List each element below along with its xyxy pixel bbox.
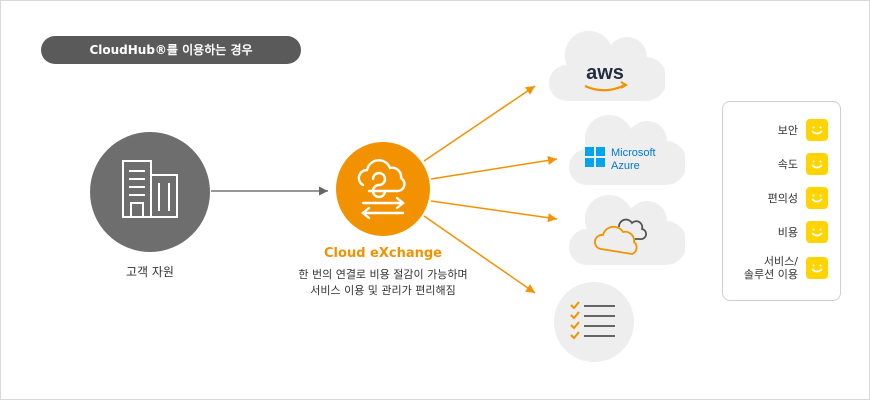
- cloud-icon: [594, 218, 647, 255]
- legend-item: 편의성: [768, 187, 828, 209]
- arrow-hub-azure: [430, 155, 558, 180]
- smile-icon: [806, 257, 828, 279]
- generic-cloud: [569, 194, 685, 266]
- hub-name: Cloud eXchange: [324, 246, 442, 261]
- svg-text:Microsoft: Microsoft: [611, 147, 656, 159]
- building-icon: [122, 160, 178, 218]
- legend-label: 속도: [777, 157, 798, 171]
- aws-logo: aws: [586, 62, 624, 84]
- arrow-hub-checklist: [423, 215, 536, 294]
- cloud-exchange-icon: [357, 159, 406, 220]
- hub-desc-line1: 한 번의 연결로 비용 절감이 가능하며: [298, 268, 468, 281]
- smile-icon: [806, 153, 828, 175]
- aws-cloud: aws: [549, 31, 665, 102]
- customer-node: [90, 132, 210, 252]
- smile-icon: [806, 221, 828, 243]
- benefits-legend: 보안 속도 편의성 비용 서비스/솔루션 이용: [722, 101, 841, 301]
- arrow-hub-aws: [423, 85, 536, 162]
- legend-label: 비용: [777, 225, 798, 239]
- hub-desc-line2: 서비스 이용 및 관리가 편리해짐: [310, 284, 456, 297]
- azure-cloud: Microsoft Azure: [569, 114, 685, 186]
- smile-icon: [806, 187, 828, 209]
- hub-node: [336, 142, 430, 236]
- azure-logo: [585, 147, 605, 167]
- legend-label: 편의성: [767, 191, 798, 205]
- customer-label: 고객 자원: [126, 265, 174, 279]
- checklist-node: [554, 282, 634, 362]
- legend-item: 속도: [778, 153, 828, 175]
- title-pill: CloudHub®를 이용하는 경우: [41, 36, 301, 64]
- checklist-icon: [570, 301, 615, 340]
- svg-text:Azure: Azure: [611, 160, 640, 172]
- legend-label: 보안: [777, 123, 798, 137]
- legend-item: 서비스/솔루션 이용: [744, 255, 828, 281]
- legend-label: 서비스/솔루션 이용: [743, 255, 798, 281]
- arrow-hub-cloud: [430, 200, 558, 223]
- legend-item: 비용: [778, 221, 828, 243]
- legend-item: 보안: [778, 119, 828, 141]
- smile-icon: [806, 119, 828, 141]
